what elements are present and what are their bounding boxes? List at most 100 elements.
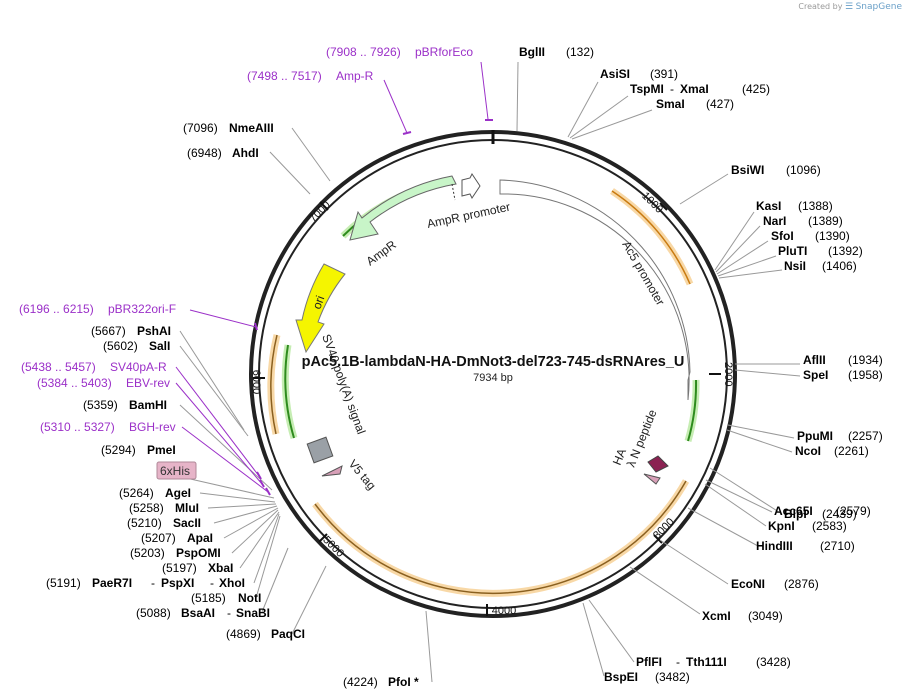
enzyme-name: EcoNI [731,577,765,591]
leader-line [179,345,249,437]
enzyme-position: (5088) [136,606,171,620]
enzyme-position: (2876) [784,577,819,591]
leader-line [582,602,605,677]
enzyme-name: AhdI [232,146,259,160]
orange-feature-arc [312,479,690,597]
tick-mark [659,202,668,211]
enzyme-name: BglII [519,45,545,59]
ampr-promoter-arrow [461,173,481,199]
enzyme-position: (4869) [226,627,261,641]
orange-feature-arrow [611,190,691,285]
enzyme-position: (2579) [836,504,871,518]
enzyme-position: (391) [650,67,678,81]
primer-name: SV40pA-R [110,360,167,374]
lambda-n-peptide-arrow [647,455,669,473]
primer-mark [254,322,258,331]
primer-range: (6196 .. 6215) [19,302,94,316]
primer-mark [265,487,271,496]
enzyme-position: (5185) [191,591,226,605]
leader-line [207,503,277,509]
primer-leader-line [175,382,263,485]
enzyme-name: BlpI [784,507,807,521]
leader-line [199,492,276,503]
sv40-polya-box [306,436,334,464]
enzyme-position: (5191) [46,576,81,590]
primer-name: BGH-rev [129,420,176,434]
leader-line [717,255,777,277]
tick-label: 7000 [307,199,333,225]
enzyme-name: BsiWI [731,163,764,177]
leader-line [734,369,801,377]
enzyme-name: NotI [238,591,261,605]
ori-arrow [295,263,346,354]
features [267,173,700,597]
enzyme-name: BsaAI [181,606,215,620]
created-by-text: Created by [798,2,843,11]
enzyme-name: PluTI [778,244,807,258]
enzyme-position: (2257) [848,429,883,443]
his-tag-label: 6xHis [160,464,190,478]
primer-name: EBV-rev [126,376,170,390]
enzyme-name: NarI [763,214,786,228]
enzyme-name: SacII [173,516,201,530]
enzyme-name: TspMI [630,82,664,96]
primer-name: pBRforEco [415,45,473,59]
enzyme-labels: BglII (132) AsiSI (391) TspMI - XmaI (42… [46,45,883,689]
enzyme-position: (1406) [822,259,857,273]
tick-label: 6000 [250,370,262,394]
tick-mark [318,533,328,543]
primer-leader-line [383,79,408,134]
leader-line [687,507,759,547]
enzyme-name: PfoI * [388,675,419,689]
enzyme-separator: - [151,576,155,590]
enzyme-name-3: XhoI [219,576,245,590]
green-feature-arrow [284,344,295,439]
feature-label-sv40-polya: SV40 poly(A) signal [319,332,368,436]
primer-leader-line [189,309,257,328]
enzyme-name: NmeAIII [229,121,274,135]
plasmid-name: pAc5.1B-lambdaN-HA-DmNot3-del723-745-dsR… [302,354,685,370]
leader-line [255,515,281,599]
leader-line [425,610,433,683]
tick-label: 4000 [492,605,516,617]
enzyme-position: (5207) [141,531,176,545]
leader-line [588,599,635,663]
leader-line [179,404,273,491]
enzyme-position: (5203) [130,546,165,560]
enzyme-separator: - [227,606,231,620]
snapgene-branding: Created by ☰ SnapGene [798,2,902,12]
enzyme-name: HindIII [756,539,793,553]
primer-mark [402,131,412,135]
primer-name: Amp-R [336,69,374,83]
enzyme-name: XcmI [702,609,731,623]
primer-range: (7908 .. 7926) [326,45,401,59]
ha-tag-arrow [643,473,661,485]
ampr-arrow [349,175,457,241]
enzyme-name: SalI [149,339,170,353]
leader-line [704,483,767,527]
primer-range: (5310 .. 5327) [40,420,115,434]
snapgene-brand-text: SnapGene [855,2,902,12]
enzyme-name: SpeI [803,368,828,382]
enzyme-position: (1392) [828,244,863,258]
leader-line [709,467,783,515]
enzyme-position: (6948) [187,146,222,160]
tick-mark [653,534,663,544]
ampr-dash [451,183,456,201]
leader-line [179,330,245,431]
feature-label-ha: HA [610,446,629,467]
enzyme-position: (5258) [129,501,164,515]
plasmid-length: 7934 bp [473,372,513,384]
enzyme-position: (1388) [798,199,833,213]
enzyme-name: MluI [175,501,199,515]
leader-line [223,507,279,539]
enzyme-position: (3428) [756,655,791,669]
leader-line [629,566,701,615]
leader-line [571,109,653,140]
orange-feature-arrow [314,480,687,595]
enzyme-name: AsiSI [600,67,630,81]
primer-range: (5384 .. 5403) [37,376,112,390]
primer-leaders [175,61,493,496]
primer-name: pBR322ori-F [108,302,176,316]
